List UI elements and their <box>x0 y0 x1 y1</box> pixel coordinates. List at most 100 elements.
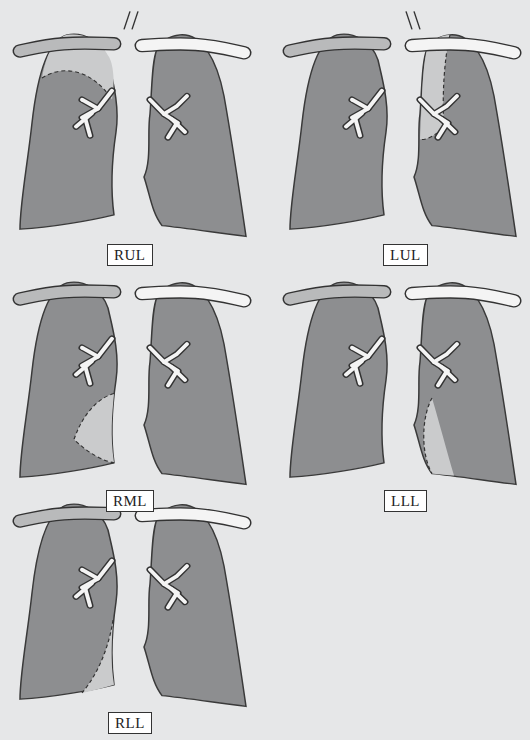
bronchus-outline <box>82 570 98 579</box>
lobe-label-box: LUL <box>383 244 428 266</box>
clavicle <box>290 43 384 51</box>
bronchus-outline <box>352 100 368 109</box>
right-lung <box>290 282 387 477</box>
lobe-label: RML <box>113 492 147 510</box>
bronchus-outline <box>438 371 447 385</box>
right-lung <box>20 504 117 699</box>
bronchus <box>438 123 447 137</box>
lobe-label: LLL <box>391 492 420 510</box>
clavicle <box>142 44 244 53</box>
chest-panel <box>20 282 246 484</box>
bronchus <box>355 118 360 136</box>
lobe-label-box: LLL <box>384 490 427 512</box>
clavicle <box>20 43 114 51</box>
bronchus <box>352 348 368 357</box>
bronchus <box>352 100 368 109</box>
lobe-label: LUL <box>390 246 421 264</box>
bronchus-outline <box>82 561 112 588</box>
bronchus <box>164 344 187 362</box>
clavicle <box>412 292 514 301</box>
bronchus-outline <box>82 348 98 357</box>
clavicle-outline <box>20 291 114 299</box>
bronchus-outline <box>85 366 90 384</box>
bronchus <box>355 366 360 384</box>
lobe-border <box>42 71 112 100</box>
bronchus-outline <box>352 91 382 118</box>
bronchus-outline <box>164 566 187 584</box>
bronchus <box>438 371 447 385</box>
chest-panel <box>20 504 246 706</box>
bronchus <box>82 570 98 579</box>
bronchus <box>85 118 90 136</box>
clavicle <box>412 44 514 53</box>
collapsed-lobe <box>82 620 114 693</box>
right-lung <box>20 34 117 229</box>
chest-panel <box>20 11 246 236</box>
clavicle-outline <box>290 291 384 299</box>
clavicle <box>290 291 384 299</box>
bronchus-outline <box>82 91 112 118</box>
bronchus <box>85 366 90 384</box>
bronchus-outline <box>434 96 457 114</box>
clavicle <box>142 514 244 523</box>
bronchus-outline <box>438 123 447 137</box>
bronchus <box>352 91 382 118</box>
bronchus-outline <box>85 118 90 136</box>
bronchus <box>168 371 177 385</box>
clavicle <box>20 291 114 299</box>
bronchus-outline <box>434 344 457 362</box>
bronchus-outline <box>355 118 360 136</box>
collapsed-lobe <box>74 394 114 463</box>
right-lung <box>290 34 387 229</box>
bronchus-outline <box>85 588 90 606</box>
bronchus <box>434 344 457 362</box>
bronchus <box>352 339 382 366</box>
bronchus-outline <box>164 344 187 362</box>
left-lung <box>414 283 516 485</box>
clavicle-outline <box>20 43 114 51</box>
clavicle-outline <box>20 513 114 521</box>
bronchus-outline <box>168 593 177 607</box>
bronchus <box>82 561 112 588</box>
bronchus <box>168 123 177 137</box>
chest-panel <box>290 282 516 484</box>
bronchus-outline <box>82 339 112 366</box>
bronchus <box>82 91 112 118</box>
left-lung <box>144 35 246 237</box>
lobe-label-box: RLL <box>108 712 152 734</box>
lobe-border <box>74 394 114 463</box>
bronchus-outline <box>352 339 382 366</box>
bronchus-outline <box>168 371 177 385</box>
clavicle-outline <box>412 44 514 53</box>
left-lung <box>144 283 246 485</box>
left-lung <box>144 505 246 707</box>
clavicle-outline <box>290 43 384 51</box>
bronchus <box>82 100 98 109</box>
bronchus <box>82 348 98 357</box>
trachea-line <box>124 11 130 29</box>
bronchus-outline <box>352 348 368 357</box>
bronchus <box>85 588 90 606</box>
lobe-label-box: RML <box>106 490 154 512</box>
lobe-border <box>82 620 113 693</box>
bronchus <box>434 96 457 114</box>
clavicle-outline <box>142 514 244 523</box>
left-lung <box>414 35 516 237</box>
clavicle <box>142 292 244 301</box>
trachea-line <box>414 11 420 29</box>
clavicle-outline <box>142 44 244 53</box>
bronchus-outline <box>164 96 187 114</box>
clavicle-outline <box>142 292 244 301</box>
clavicle <box>20 513 114 521</box>
bronchus-outline <box>168 123 177 137</box>
collapsed-lobe <box>424 398 454 475</box>
lobe-label: RUL <box>114 246 146 264</box>
bronchus <box>164 96 187 114</box>
chest-panel <box>290 11 516 236</box>
lobe-label: RLL <box>115 714 145 732</box>
bronchus <box>82 339 112 366</box>
bronchus <box>164 566 187 584</box>
trachea-line <box>406 11 412 29</box>
